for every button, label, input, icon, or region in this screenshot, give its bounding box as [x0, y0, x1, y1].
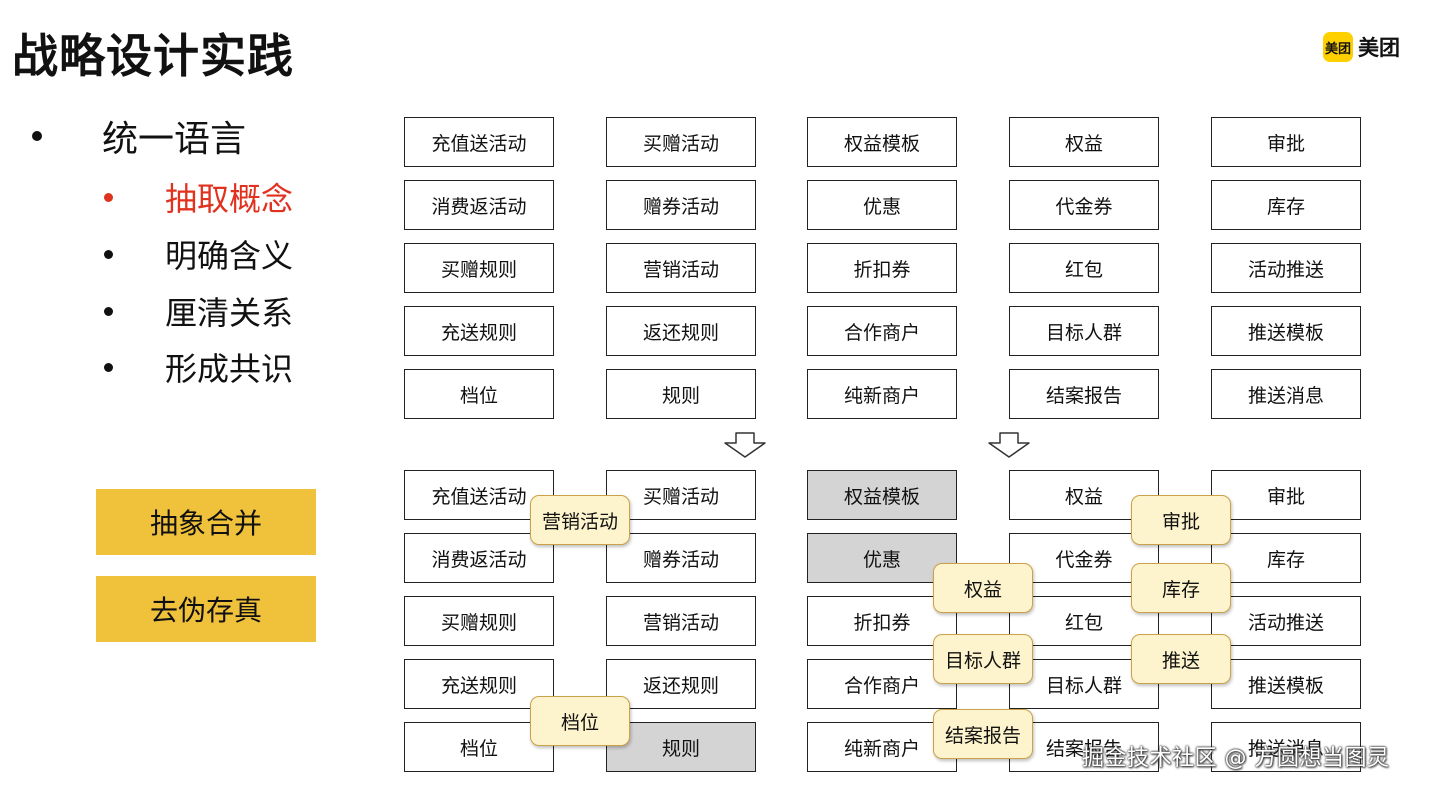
bullet-dot-icon [104, 192, 113, 202]
watermark: 掘金技术社区 @ 方圆想当图灵 [1082, 746, 1390, 771]
concept-cell: 活动推送 [1211, 596, 1361, 646]
abstract-tag-approval: 审批 [1131, 495, 1231, 545]
concept-cell: 优惠 [807, 180, 957, 230]
meituan-logo: 美团 美团 [1323, 32, 1400, 62]
bullet-form-consensus: 形成共识 [104, 344, 293, 390]
concept-cell: 权益 [1009, 117, 1159, 167]
merged-concept-cell: 权益模板 [807, 470, 957, 520]
concept-cell: 目标人群 [1009, 306, 1159, 356]
page-title: 战略设计实践 [12, 29, 294, 83]
concept-cell: 权益模板 [807, 117, 957, 167]
concept-cell: 折扣券 [807, 596, 957, 646]
bullet-extract-concepts: 抽取概念 [104, 174, 293, 220]
down-arrow-icon [724, 432, 766, 458]
bullet-dot-icon [104, 362, 113, 372]
concept-cell: 结案报告 [1009, 722, 1159, 772]
bullet-unified-language: 统一语言 [32, 110, 246, 162]
meituan-logo-text: 美团 [1358, 36, 1400, 60]
concept-cell: 赠券活动 [606, 533, 756, 583]
concept-cell: 充送规则 [404, 306, 554, 356]
concept-cell: 活动推送 [1211, 243, 1361, 293]
down-arrow-icon [988, 432, 1030, 458]
concept-cell: 买赠规则 [404, 243, 554, 293]
concept-cell: 推送模板 [1211, 306, 1361, 356]
concept-cell: 纯新商户 [807, 722, 957, 772]
concept-cell: 审批 [1211, 470, 1361, 520]
concept-cell: 纯新商户 [807, 369, 957, 419]
concept-cell: 红包 [1009, 243, 1159, 293]
bullet-label: 统一语言 [102, 119, 247, 160]
abstract-tag-inventory: 库存 [1131, 563, 1231, 613]
bullet-label: 厘清关系 [165, 294, 294, 332]
abstract-tag-tier: 档位 [530, 696, 630, 746]
concept-cell: 档位 [404, 722, 554, 772]
concept-cell: 审批 [1211, 117, 1361, 167]
concept-cell: 推送模板 [1211, 659, 1361, 709]
concept-cell: 档位 [404, 369, 554, 419]
bullet-clarify-relations: 厘清关系 [104, 288, 293, 334]
bullet-dot-icon [104, 249, 113, 259]
concept-cell: 买赠活动 [606, 470, 756, 520]
concept-cell: 充值送活动 [404, 470, 554, 520]
action-remove-false: 去伪存真 [96, 576, 316, 642]
concept-cell: 消费返活动 [404, 533, 554, 583]
concept-cell: 库存 [1211, 180, 1361, 230]
bullet-dot-icon [32, 131, 42, 141]
concept-cell: 返还规则 [606, 659, 756, 709]
concept-cell: 推送消息 [1211, 722, 1361, 772]
concept-cell: 营销活动 [606, 243, 756, 293]
abstract-tag-push: 推送 [1131, 634, 1231, 684]
concept-cell: 买赠活动 [606, 117, 756, 167]
concept-cell: 充值送活动 [404, 117, 554, 167]
merged-concept-cell: 优惠 [807, 533, 957, 583]
concept-cell: 赠券活动 [606, 180, 756, 230]
abstract-tag-benefit: 权益 [933, 563, 1033, 613]
abstract-tag-closing-report: 结案报告 [933, 709, 1033, 759]
concept-cell: 买赠规则 [404, 596, 554, 646]
bullet-label: 抽取概念 [165, 180, 294, 218]
concept-cell: 结案报告 [1009, 369, 1159, 419]
concept-cell: 营销活动 [606, 596, 756, 646]
concept-cell: 合作商户 [807, 306, 957, 356]
concept-cell: 返还规则 [606, 306, 756, 356]
bullet-label: 形成共识 [165, 350, 294, 388]
action-abstract-merge: 抽象合并 [96, 489, 316, 555]
concept-cell: 折扣券 [807, 243, 957, 293]
merged-concept-cell: 规则 [606, 722, 756, 772]
abstract-tag-marketing-activity: 营销活动 [530, 495, 630, 545]
concept-cell: 合作商户 [807, 659, 957, 709]
meituan-logo-icon: 美团 [1323, 32, 1353, 62]
concept-cell: 消费返活动 [404, 180, 554, 230]
bullet-clarify-meaning: 明确含义 [104, 231, 293, 277]
concept-cell: 充送规则 [404, 659, 554, 709]
concept-cell: 推送消息 [1211, 369, 1361, 419]
concept-cell: 代金券 [1009, 180, 1159, 230]
bullet-label: 明确含义 [165, 237, 294, 275]
bullet-dot-icon [104, 306, 113, 316]
abstract-tag-target-audience: 目标人群 [933, 634, 1033, 684]
concept-cell: 库存 [1211, 533, 1361, 583]
concept-cell: 规则 [606, 369, 756, 419]
